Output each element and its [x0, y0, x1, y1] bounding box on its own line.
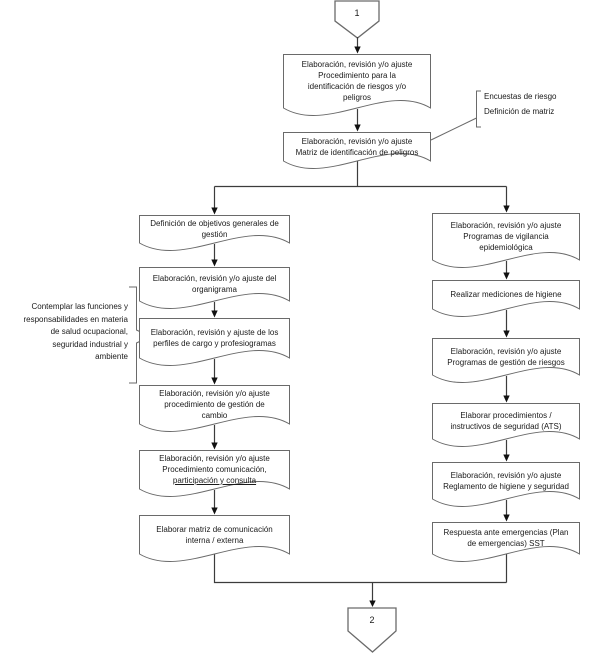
node-procedimiento-identificacion-riesgos: Elaboración, revisión y/o ajuste Procedi…: [283, 54, 431, 122]
node-label-text: Elaboración, revisión y/o ajuste Procedi…: [159, 454, 270, 474]
node-organigrama: Elaboración, revisión y/o ajuste del org…: [139, 267, 290, 315]
document-shape: [283, 132, 431, 170]
node-reglamento-higiene: Elaboración, revisión y/o ajuste Reglame…: [432, 462, 580, 513]
arrowhead: [354, 46, 361, 54]
arrowhead: [211, 377, 218, 385]
callout-leader-right: [430, 117, 477, 141]
document-shape: [432, 403, 580, 448]
document-shape: [432, 338, 580, 384]
node-label: Elaboración, revisión y/o ajuste Reglame…: [443, 470, 569, 491]
offpage-connector-2-shape: [347, 607, 397, 653]
node-label: Definición de objetivos generales de ges…: [150, 219, 279, 239]
node-label-text-underlined: participación y consulta: [172, 476, 257, 485]
node-procedimientos-ats: Elaborar procedimientos / instructivos d…: [432, 403, 580, 453]
arrowhead: [503, 514, 510, 522]
node-perfiles-cargo: Elaboración, revisión y ajuste de los pe…: [139, 318, 290, 372]
node-label: Elaboración, revisión y/o ajuste Procedi…: [301, 60, 413, 102]
document-shape: [139, 385, 290, 433]
arrowhead: [503, 454, 510, 462]
document-shape: [139, 215, 290, 252]
document-shape: [139, 318, 290, 367]
document-shape: [139, 515, 290, 563]
node-vigilancia-epidemiologica: Elaboración, revisión y/o ajuste Program…: [432, 213, 580, 274]
arrowhead: [503, 395, 510, 403]
arrowhead: [369, 600, 376, 607]
node-label: Respuesta ante emergencias (Plan de emer…: [443, 528, 569, 548]
node-label: Elaboración, revisión y/o ajuste Program…: [447, 346, 565, 367]
document-shape: [432, 462, 580, 508]
arrowhead: [211, 207, 218, 215]
document-shape: [139, 450, 290, 498]
node-label: Elaborar procedimientos / instructivos d…: [450, 411, 562, 431]
arrowhead: [503, 330, 510, 338]
document-shape: [432, 280, 580, 318]
document-shape: [283, 54, 431, 117]
node-procedimiento-comunicacion: Elaboración, revisión y/o ajuste Procedi…: [139, 450, 290, 503]
node-matriz-identificacion-peligros: Elaboración, revisión y/o ajuste Matriz …: [283, 132, 431, 175]
node-objetivos-generales: Definición de objetivos generales de ges…: [139, 215, 290, 257]
node-label: Elaboración, revisión y ajuste de los pe…: [150, 328, 279, 348]
node-label: Elaboración, revisión y/o ajuste procedi…: [159, 389, 270, 420]
node-matriz-comunicacion: Elaborar matriz de comunicación interna …: [139, 515, 290, 568]
node-label: Elaborar matriz de comunicación interna …: [156, 524, 273, 545]
document-shape: [432, 522, 580, 563]
offpage-connector-1-label: 1: [354, 8, 360, 18]
node-gestion-cambio: Elaboración, revisión y/o ajuste procedi…: [139, 385, 290, 438]
arrowhead: [503, 272, 510, 280]
node-label: Elaboración, revisión y/o ajuste del org…: [152, 274, 277, 294]
annotation-encuestas: Encuestas de riesgo Definición de matriz: [484, 92, 557, 116]
annotation-contemplar: Contemplar las funciones y responsabilid…: [23, 302, 128, 362]
connector-line: [213, 37, 508, 601]
arrowhead: [503, 205, 510, 213]
arrowhead: [211, 442, 218, 450]
document-shape: [432, 213, 580, 269]
offpage-connector-1-shape: [334, 0, 380, 39]
node-label: Realizar mediciones de higiene: [450, 290, 562, 299]
arrowhead: [354, 124, 361, 132]
document-shape: [139, 267, 290, 310]
arrowhead: [211, 507, 218, 515]
node-label: Elaboración, revisión y/o ajuste Procedi…: [139, 450, 290, 489]
node-mediciones-higiene: Realizar mediciones de higiene: [432, 280, 580, 323]
arrowhead: [211, 259, 218, 267]
node-label: Elaboración, revisión y/o ajuste Matriz …: [295, 136, 419, 157]
callout-bracket-right: [476, 90, 481, 128]
node-programas-gestion-riesgos: Elaboración, revisión y/o ajuste Program…: [432, 338, 580, 389]
offpage-connector-2-label: 2: [369, 615, 375, 625]
node-label: Elaboración, revisión y/o ajuste Program…: [450, 221, 562, 252]
arrowhead: [211, 310, 218, 318]
node-respuesta-emergencias: Respuesta ante emergencias (Plan de emer…: [432, 522, 580, 568]
